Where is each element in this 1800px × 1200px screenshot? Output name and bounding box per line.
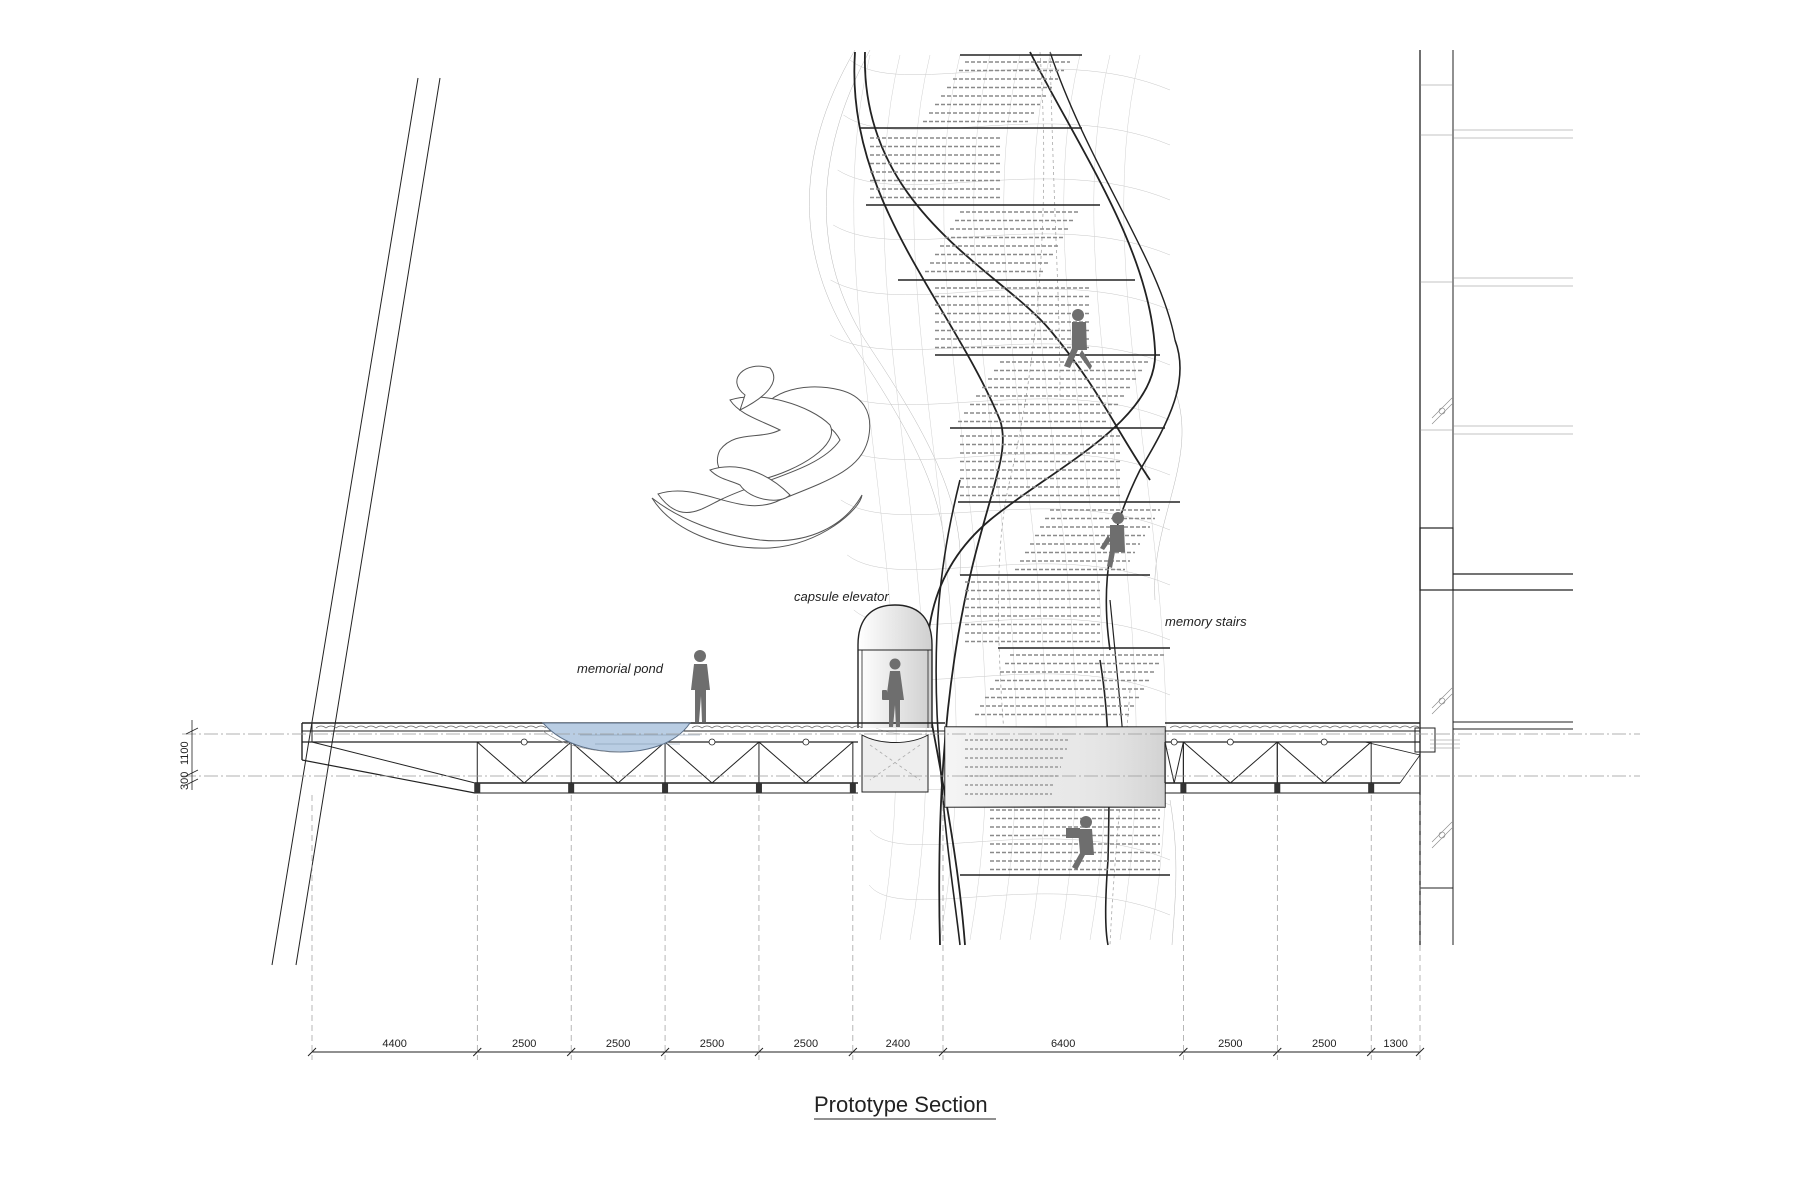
drum-perforation	[965, 739, 1070, 795]
dimension-tick	[1366, 1047, 1376, 1057]
level-axes	[182, 733, 1640, 777]
person-elevator	[882, 658, 904, 727]
label-memorial-pond: memorial pond	[577, 661, 664, 676]
dimension-tick	[307, 1047, 317, 1057]
deck-water-channel	[315, 725, 1421, 729]
dimension-tick	[938, 1047, 948, 1057]
dimension-label: 2500	[512, 1038, 536, 1050]
dimension-label: 2500	[794, 1038, 818, 1050]
dimension-label: 1300	[1383, 1038, 1407, 1050]
label-capsule-elevator: capsule elevator	[794, 589, 889, 604]
vertical-dimension: 300 1100	[179, 720, 199, 790]
deck-truss	[474, 738, 1375, 793]
dimension-tick	[566, 1047, 576, 1057]
spiral-sculpture	[651, 365, 871, 549]
dimension-tick	[1179, 1047, 1188, 1057]
person-pond	[691, 650, 710, 722]
dimension-tick	[472, 1047, 482, 1057]
dimension-chain: 4400 2500 2500 2500 2500 2400 6400 2500 2500 1300	[307, 1038, 1425, 1057]
left-building-edge	[271, 77, 441, 966]
person-stairs-middle	[1100, 512, 1125, 568]
vertical-dim-1100: 1100	[179, 741, 191, 765]
dimension-label: 6400	[1051, 1038, 1075, 1050]
label-memory-stairs: memory stairs	[1165, 614, 1247, 629]
grid-lines	[311, 795, 1421, 1060]
drawing-title: Prototype Section	[814, 1092, 988, 1117]
person-stairs-lower	[1066, 816, 1094, 870]
dimension-label: 2500	[700, 1038, 724, 1050]
dimension-label: 2400	[886, 1038, 910, 1050]
dimension-label: 2500	[1312, 1038, 1336, 1050]
dimension-tick	[1272, 1047, 1282, 1057]
right-building	[1419, 50, 1573, 945]
stair-treads	[870, 61, 1165, 871]
person-stairs-upper	[1064, 309, 1092, 370]
dimension-label: 2500	[606, 1038, 630, 1050]
memory-stairs-tower	[809, 49, 1183, 946]
dimension-label: 2500	[1218, 1038, 1242, 1050]
dimension-label: 4400	[382, 1038, 406, 1050]
dimension-tick	[754, 1047, 764, 1057]
vertical-dim-300: 300	[179, 772, 191, 790]
dimension-tick	[848, 1047, 858, 1057]
dimension-tick	[1415, 1047, 1425, 1057]
dimension-tick	[660, 1047, 670, 1057]
